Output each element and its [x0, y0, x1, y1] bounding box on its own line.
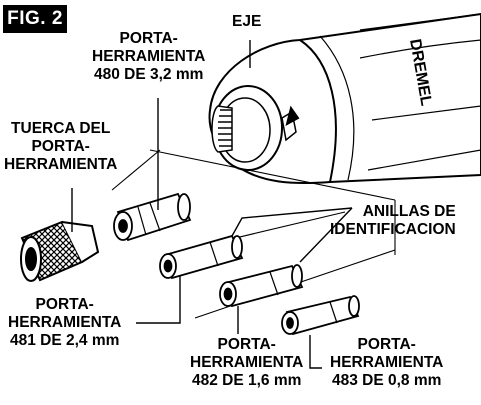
label-eje: EJE — [232, 13, 262, 30]
spindle-shaft — [211, 105, 233, 153]
collet-481 — [159, 234, 244, 280]
rotary-tool-body — [208, 12, 481, 185]
collet-nut — [20, 220, 100, 282]
label-collet-482: PORTA- HERRAMIENTA 482 DE 1,6 mm — [190, 336, 304, 389]
collet-482 — [219, 264, 304, 308]
leader-lines — [71, 40, 353, 369]
label-collet-480: PORTA- HERRAMIENTA 480 DE 3,2 mm — [92, 30, 206, 83]
label-collet-483: PORTA- HERRAMIENTA 483 DE 0,8 mm — [330, 336, 444, 389]
collet-483 — [281, 295, 360, 336]
label-collet-nut: TUERCA DEL PORTA- HERRAMIENTA — [4, 120, 118, 173]
label-id-rings: ANILLAS DE IDENTIFICACION — [330, 203, 456, 238]
collet-480 — [113, 192, 192, 242]
label-collet-481: PORTA- HERRAMIENTA 481 DE 2,4 mm — [8, 296, 122, 349]
figure-tag: FIG. 2 — [3, 5, 67, 33]
